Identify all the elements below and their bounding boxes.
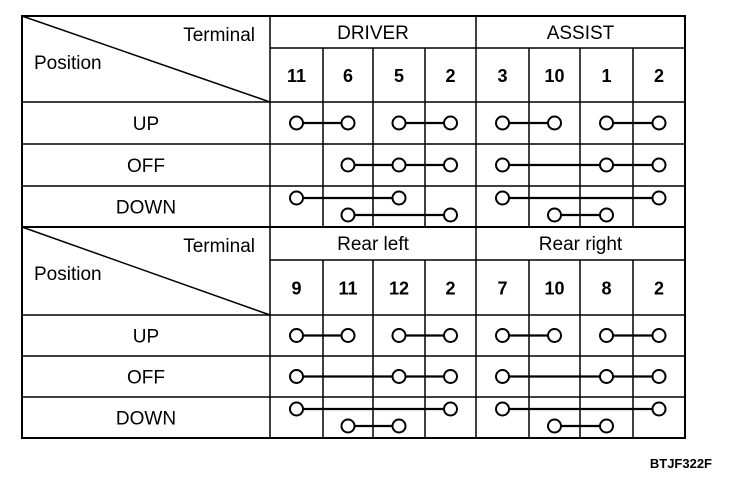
terminal-node [391, 418, 407, 434]
terminal-node [547, 207, 562, 223]
terminal-node [651, 115, 667, 131]
terminal-node [651, 401, 667, 417]
terminal-node [495, 115, 510, 131]
position-label: DOWN [116, 409, 176, 430]
terminal-number: 3 [497, 66, 507, 86]
terminal-number: 6 [343, 66, 353, 86]
terminal-node [391, 369, 407, 384]
terminal-node [599, 418, 614, 434]
terminal-node [651, 190, 667, 206]
terminal-node [340, 328, 356, 343]
group-name: Rear left [337, 234, 410, 255]
terminal-node [391, 157, 407, 173]
terminal-node [599, 157, 614, 173]
terminal-node [599, 115, 614, 131]
terminal-node [599, 328, 614, 343]
terminal-node [340, 207, 356, 223]
terminal-node [651, 157, 667, 173]
terminal-node [289, 369, 304, 384]
header-diagonal [21, 15, 271, 103]
terminal-number: 9 [291, 279, 301, 299]
terminal-node [443, 369, 458, 384]
terminal-node [599, 207, 614, 223]
terminal-node [289, 328, 304, 343]
terminal-node [547, 115, 562, 131]
terminal-node [289, 190, 304, 206]
position-label: UP [133, 327, 159, 348]
terminal-number: 8 [601, 279, 611, 299]
terminal-number: 1 [601, 66, 611, 86]
position-label: UP [133, 114, 159, 135]
terminal-node [651, 328, 667, 343]
terminal-number: 2 [654, 279, 664, 299]
terminal-node [289, 401, 304, 417]
terminal-node [599, 369, 614, 384]
terminal-number: 7 [497, 279, 507, 299]
terminal-node [547, 328, 562, 343]
terminal-node [443, 401, 458, 417]
terminal-number: 11 [338, 279, 357, 299]
terminal-node [391, 190, 407, 206]
terminal-node [651, 369, 667, 384]
group-name: Rear right [539, 234, 623, 255]
terminal-node [443, 115, 458, 131]
table-border [21, 226, 686, 439]
terminal-node [495, 328, 510, 343]
terminal-node [340, 418, 356, 434]
terminal-header: Terminal [183, 236, 255, 257]
terminal-node [495, 369, 510, 384]
terminal-number: 10 [544, 279, 564, 299]
terminal-node [391, 328, 407, 343]
terminal-node [289, 115, 304, 131]
terminal-node [443, 207, 458, 223]
terminal-node [340, 115, 356, 131]
terminal-header: Terminal [183, 25, 255, 46]
position-label: OFF [127, 156, 165, 177]
terminal-node [391, 115, 407, 131]
position-header: Position [34, 53, 102, 74]
header-diagonal [21, 226, 271, 316]
terminal-node [443, 328, 458, 343]
terminal-number: 5 [394, 66, 404, 86]
position-header: Position [34, 264, 102, 285]
terminal-node [495, 157, 510, 173]
terminal-number: 2 [445, 66, 455, 86]
terminal-node [547, 418, 562, 434]
group-name: ASSIST [547, 23, 615, 44]
terminal-number: 2 [654, 66, 664, 86]
terminal-node [443, 157, 458, 173]
terminal-node [495, 190, 510, 206]
terminal-number: 12 [389, 279, 409, 299]
terminal-number: 11 [287, 66, 306, 86]
terminal-node [495, 401, 510, 417]
terminal-number: 2 [445, 279, 455, 299]
position-label: OFF [127, 368, 165, 389]
terminal-node [340, 157, 356, 173]
group-name: DRIVER [337, 23, 409, 44]
position-label: DOWN [116, 198, 176, 219]
terminal-number: 10 [544, 66, 564, 86]
figure-code: BTJF322F [649, 456, 712, 471]
